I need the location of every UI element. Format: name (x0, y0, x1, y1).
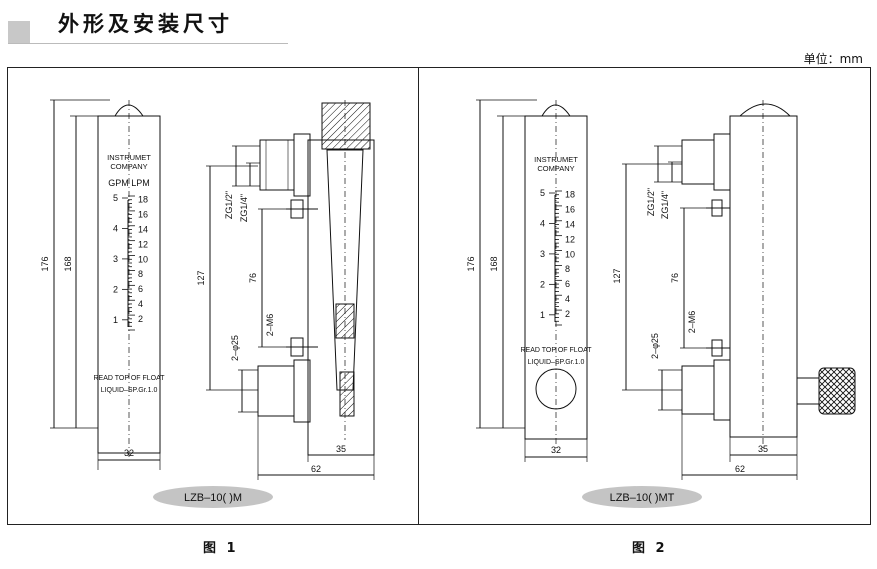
fig1-dim-168-label: 168 (63, 256, 73, 271)
f2-gpm-label: 1 (540, 310, 545, 320)
fig1-note-2: LIQUID–SP.Gr.1.0 (101, 387, 158, 394)
f2-lpm-label: 14 (565, 220, 575, 230)
fig1-gpm-labels: 5 4 3 2 1 (113, 193, 128, 325)
fig1-top-fitting-hex (293, 133, 311, 197)
fig2-side-cap (739, 103, 791, 117)
fig2-dim-32-label: 32 (551, 445, 561, 455)
fig1-dim-127-label: 127 (196, 270, 206, 285)
fig1-bottom-fitting (257, 365, 295, 417)
f1-lpm-label: 2 (138, 314, 143, 324)
fig1-model-pill (153, 486, 273, 508)
f2-lpm-label: 12 (565, 234, 575, 244)
fig2-bottom-fitting-hex (713, 359, 731, 421)
f2-lpm-label: 8 (565, 264, 570, 274)
fig1-bottom-fitting-hex (293, 359, 311, 423)
f1-lpm-label: 6 (138, 284, 143, 294)
figure-1 (50, 99, 375, 508)
unit-label: 单位：mm (803, 52, 863, 66)
fig2-dim-76-label: 76 (670, 273, 680, 283)
fig2-dim-176-label: 176 (466, 256, 476, 271)
fig1-company-2: COMPANY (110, 162, 147, 171)
f2-lpm-label: 4 (565, 294, 570, 304)
fig2-note-1: READ TOP OF FLOAT (520, 347, 592, 354)
fig1-zg14-label: ZG1/4" (239, 194, 249, 222)
figure-2-caption: 图 2 (632, 541, 668, 556)
fig2-lpm-labels: 18 16 14 12 10 8 6 4 2 (565, 190, 575, 319)
f1-lpm-label: 10 (138, 254, 148, 264)
f1-gpm-label: 3 (113, 254, 118, 264)
f1-lpm-label: 12 (138, 239, 148, 249)
fig1-top-fitting (259, 139, 295, 191)
figure-1-text: INSTRUMET COMPANY GPM LPM READ TOP OF FL… (40, 153, 346, 504)
fig1-model-label: LZB–10( )M (184, 492, 242, 504)
fig2-side-body (729, 115, 798, 438)
figure-1-caption: 图 1 (203, 541, 239, 556)
drawing-frame (7, 67, 871, 525)
fig1-dim-35-label: 35 (336, 444, 346, 454)
f1-lpm-label: 18 (138, 195, 148, 205)
fig1-float (335, 303, 355, 339)
f1-gpm-label: 2 (113, 284, 118, 294)
fig1-units: GPM LPM (108, 178, 150, 188)
fig1-note-1: READ TOP OF FLOAT (93, 375, 165, 382)
f1-lpm-label: 8 (138, 269, 143, 279)
f1-gpm-label: 1 (113, 315, 118, 325)
fig1-lpm-labels: 18 16 14 12 10 8 6 4 2 (138, 195, 148, 324)
f1-lpm-label: 4 (138, 299, 143, 309)
fig2-dim-127-label: 127 (612, 268, 622, 283)
fig2-gpm-labels: 5 4 3 2 1 (540, 188, 555, 320)
figure-2 (476, 99, 856, 508)
fig2-zg12-label: ZG1/2" (646, 188, 656, 216)
f2-gpm-label: 5 (540, 188, 545, 198)
fig2-scale-ticks (555, 190, 562, 326)
f2-gpm-label: 4 (540, 218, 545, 228)
fig2-front-cap (541, 104, 571, 117)
fig2-model-label: LZB–10( )MT (610, 492, 675, 504)
fig1-zg12-label: ZG1/2" (224, 191, 234, 219)
fig1-front-cap (114, 104, 144, 117)
fig2-dim-168-label: 168 (489, 256, 499, 271)
f2-lpm-label: 16 (565, 205, 575, 215)
figure-2-text: INSTRUMET COMPANY READ TOP OF FLOAT LIQU… (466, 155, 768, 504)
fig2-model-pill (582, 486, 702, 508)
fig2-valve-window (535, 368, 577, 410)
f1-gpm-label: 4 (113, 223, 118, 233)
frame-divider (418, 67, 419, 525)
fig2-zg14-label: ZG1/4" (660, 191, 670, 219)
fig2-phi25-label: 2–φ25 (650, 333, 660, 359)
fig2-top-fitting (681, 139, 715, 185)
f2-gpm-label: 3 (540, 249, 545, 259)
fig2-company-2: COMPANY (537, 164, 574, 173)
fig2-top-fitting-hex (713, 133, 731, 191)
fig1-dim-176-label: 176 (40, 256, 50, 271)
fig1-phi25-label: 2–φ25 (230, 335, 240, 361)
header-square-icon (8, 21, 30, 43)
fig1-dim-76-label: 76 (248, 273, 258, 283)
f2-lpm-label: 6 (565, 279, 570, 289)
fig1-m6-label: 2–M6 (265, 314, 275, 337)
f2-lpm-label: 2 (565, 309, 570, 319)
fig1-dim-62-label: 62 (311, 464, 321, 474)
fig2-bottom-fitting (681, 365, 715, 415)
fig2-dim-35-label: 35 (758, 444, 768, 454)
fig2-knob-icon (818, 367, 856, 415)
header-rule (8, 43, 288, 44)
f2-lpm-label: 10 (565, 249, 575, 259)
fig1-top-cap (321, 102, 371, 150)
fig2-company-1: INSTRUMET (534, 155, 578, 164)
f1-lpm-label: 14 (138, 225, 148, 235)
fig2-dim-62-label: 62 (735, 464, 745, 474)
fig2-note-2: LIQUID–SP.Gr.1.0 (528, 359, 585, 366)
page-title: 外形及安装尺寸 (58, 12, 233, 36)
fig2-m6-label: 2–M6 (687, 311, 697, 334)
fig2-knob-stem (796, 377, 820, 405)
fig1-company-1: INSTRUMET (107, 153, 151, 162)
fig1-dim-32-label: 32 (124, 448, 134, 458)
f2-gpm-label: 2 (540, 279, 545, 289)
f1-lpm-label: 16 (138, 210, 148, 220)
f1-gpm-label: 5 (113, 193, 118, 203)
f2-lpm-label: 18 (565, 190, 575, 200)
fig1-scale-ticks (128, 195, 135, 331)
